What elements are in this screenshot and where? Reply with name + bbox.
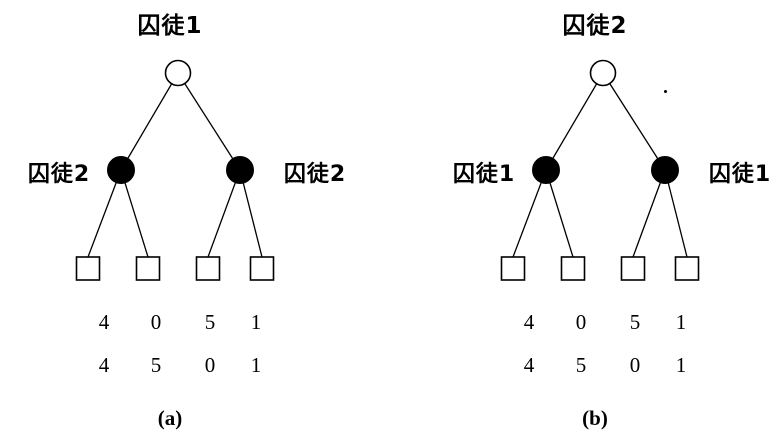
payoff-row1-value: 0 bbox=[150, 310, 162, 334]
tree-b-left-decision-label: 囚徒1 bbox=[452, 162, 516, 187]
leaf-node-1 bbox=[75, 256, 101, 281]
edge-left-leaf1 bbox=[87, 169, 122, 258]
tree-a-root-player-title: 囚徒1 bbox=[137, 13, 203, 39]
edge-root-left bbox=[545, 72, 604, 171]
tree-a-diagram bbox=[75, 59, 275, 281]
payoff-row2-value: 0 bbox=[629, 353, 641, 377]
edge-right-leaf3 bbox=[207, 169, 241, 258]
payoff-row1-value: 4 bbox=[98, 310, 110, 334]
payoff-row2-value: 0 bbox=[204, 353, 216, 377]
leaf-node-2 bbox=[560, 256, 586, 281]
root-node-open-circle bbox=[589, 59, 617, 87]
leaf-node-3 bbox=[195, 256, 221, 281]
edge-root-left bbox=[120, 72, 179, 171]
leaf-node-3 bbox=[620, 256, 646, 281]
decision-node-right-filled bbox=[651, 156, 679, 184]
tree-b-root-player-title: 囚徒2 bbox=[562, 13, 628, 39]
decision-node-left-filled bbox=[107, 156, 135, 184]
tree-b-diagram bbox=[500, 59, 700, 281]
edge-left-leaf2 bbox=[545, 169, 574, 258]
edge-right-leaf4 bbox=[239, 169, 263, 258]
edge-root-right bbox=[602, 72, 666, 171]
payoff-row2-value: 1 bbox=[675, 353, 687, 377]
payoff-row1-value: 1 bbox=[250, 310, 262, 334]
subfigure-caption-a: (a) bbox=[157, 406, 183, 430]
payoff-row2-value: 5 bbox=[575, 353, 587, 377]
payoff-row1-value: 1 bbox=[675, 310, 687, 334]
payoff-row1-value: 5 bbox=[629, 310, 641, 334]
edge-left-leaf2 bbox=[120, 169, 149, 258]
edge-root-right bbox=[177, 72, 241, 171]
payoff-row2-value: 4 bbox=[523, 353, 535, 377]
edge-right-leaf3 bbox=[632, 169, 666, 258]
payoff-row1-value: 5 bbox=[204, 310, 216, 334]
payoff-row1-value: 0 bbox=[575, 310, 587, 334]
tree-b-right-decision-label: 囚徒1 bbox=[708, 162, 772, 187]
game-tree-a: 囚徒1 囚徒2 囚徒2 4 0 5 1 4 5 0 1 ( bbox=[0, 0, 357, 442]
root-node-open-circle bbox=[164, 59, 192, 87]
game-tree-b: 囚徒2 囚徒1 囚徒1 4 0 5 1 4 5 0 1 bbox=[425, 0, 782, 442]
decision-node-left-filled bbox=[532, 156, 560, 184]
tree-a-right-decision-label: 囚徒2 bbox=[283, 162, 347, 187]
stray-dot-mark bbox=[664, 90, 667, 93]
leaf-node-4 bbox=[674, 256, 700, 281]
payoff-row2-value: 1 bbox=[250, 353, 262, 377]
payoff-row1-value: 4 bbox=[523, 310, 535, 334]
tree-a-left-decision-label: 囚徒2 bbox=[27, 162, 91, 187]
leaf-node-1 bbox=[500, 256, 526, 281]
leaf-node-4 bbox=[249, 256, 275, 281]
edge-left-leaf1 bbox=[512, 169, 547, 258]
leaf-node-2 bbox=[135, 256, 161, 281]
subfigure-caption-b: (b) bbox=[582, 406, 608, 430]
decision-node-right-filled bbox=[226, 156, 254, 184]
payoff-row2-value: 5 bbox=[150, 353, 162, 377]
payoff-row2-value: 4 bbox=[98, 353, 110, 377]
edge-right-leaf4 bbox=[664, 169, 688, 258]
